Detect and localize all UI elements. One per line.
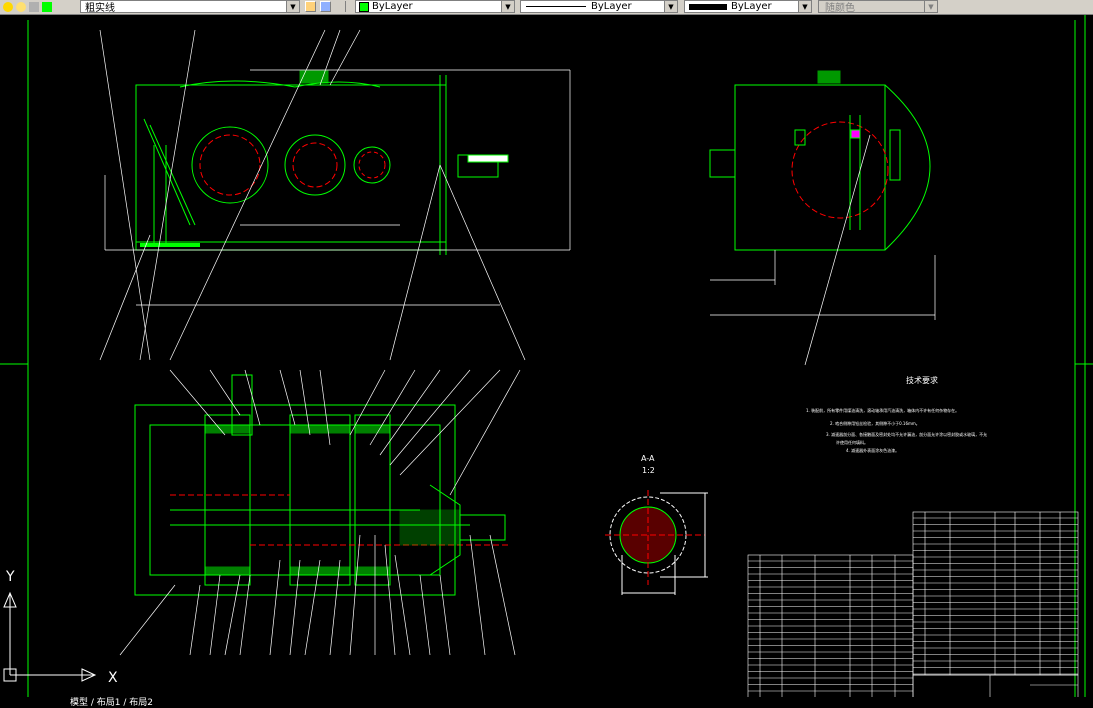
color-dropdown[interactable]: ByLayer ▼ [355, 0, 515, 13]
side-view [709, 70, 931, 251]
tech-title: 技术要求 [906, 375, 938, 385]
ucs-icon [3, 591, 97, 682]
sun-icon[interactable] [16, 2, 26, 12]
axis-y-label: Y [5, 569, 15, 585]
chevron-down-icon[interactable]: ▼ [798, 1, 811, 12]
layer-previous-button[interactable] [320, 1, 331, 12]
plotstyle-value: 随颜色 [825, 3, 855, 14]
parts-list-rows [913, 517, 1078, 675]
linetype-value: ByLayer [591, 1, 632, 12]
tech-item: 1. 装配前，所有零件用煤油清洗，滚动轴承用汽油清洗，箱体内不许有任何杂物存在。 [806, 407, 959, 413]
chevron-down-icon[interactable]: ▼ [286, 1, 299, 12]
top-view [134, 374, 510, 596]
parts-list-rows [748, 560, 913, 698]
top-view-leaders [119, 369, 521, 656]
axis-x-label: X [108, 670, 118, 686]
tech-item: 3. 减速器剖分面、各接触面及密封处均不允许漏油，剖分面允许涂以密封胶或水玻璃，… [826, 431, 987, 437]
lineweight-dropdown[interactable]: ByLayer ▼ [684, 0, 812, 13]
front-view [135, 70, 509, 255]
drawing-frame [0, 15, 1093, 703]
layout-tabs[interactable]: 模型 / 布局1 / 布局2 [70, 698, 153, 708]
chevron-down-icon[interactable]: ▼ [664, 1, 677, 12]
color-value: ByLayer [372, 1, 413, 12]
toolbar-separator [345, 1, 346, 12]
chevron-down-icon[interactable]: ▼ [501, 1, 514, 12]
layer-color-icon[interactable] [42, 2, 52, 12]
parts-list-table [747, 511, 1079, 703]
layer-dropdown[interactable]: 粗实线 ▼ [80, 0, 300, 14]
layer-name: 粗实线 [85, 3, 115, 14]
lock-icon[interactable] [29, 2, 39, 12]
scale-label: 1:2 [642, 466, 655, 475]
linetype-preview [526, 6, 586, 7]
linetype-dropdown[interactable]: ByLayer ▼ [520, 0, 678, 13]
tech-item: 2. 啮合侧隙用铅丝检验，其侧隙不小于0.16mm。 [830, 420, 920, 426]
front-view-dimensions [99, 29, 571, 361]
color-swatch [359, 1, 369, 12]
plotstyle-dropdown[interactable]: 随颜色 ▼ [818, 0, 938, 14]
technical-requirements: 技术要求 1. 装配前，所有零件用煤油清洗，滚动轴承用汽油清洗，箱体内不许有任何… [806, 375, 987, 453]
lineweight-preview [689, 3, 727, 10]
gear-section-view [605, 490, 708, 595]
drawing-canvas[interactable]: A-A 1:2 技术要求 1. 装配前，所有零件用煤油清洗，滚动轴承用汽油清洗，… [0, 15, 1093, 703]
tech-item: 4. 减速器外表面涂灰色油漆。 [846, 447, 899, 453]
tech-item: 许使用任何填料。 [836, 439, 868, 445]
section-label: A-A [641, 454, 655, 463]
lightbulb-icon[interactable] [3, 2, 13, 12]
make-layer-current-button[interactable] [305, 1, 316, 12]
chevron-down-icon[interactable]: ▼ [924, 1, 937, 12]
layout-tabs-bar [0, 697, 1093, 703]
lineweight-value: ByLayer [731, 1, 772, 12]
side-view-dimensions [710, 134, 936, 366]
